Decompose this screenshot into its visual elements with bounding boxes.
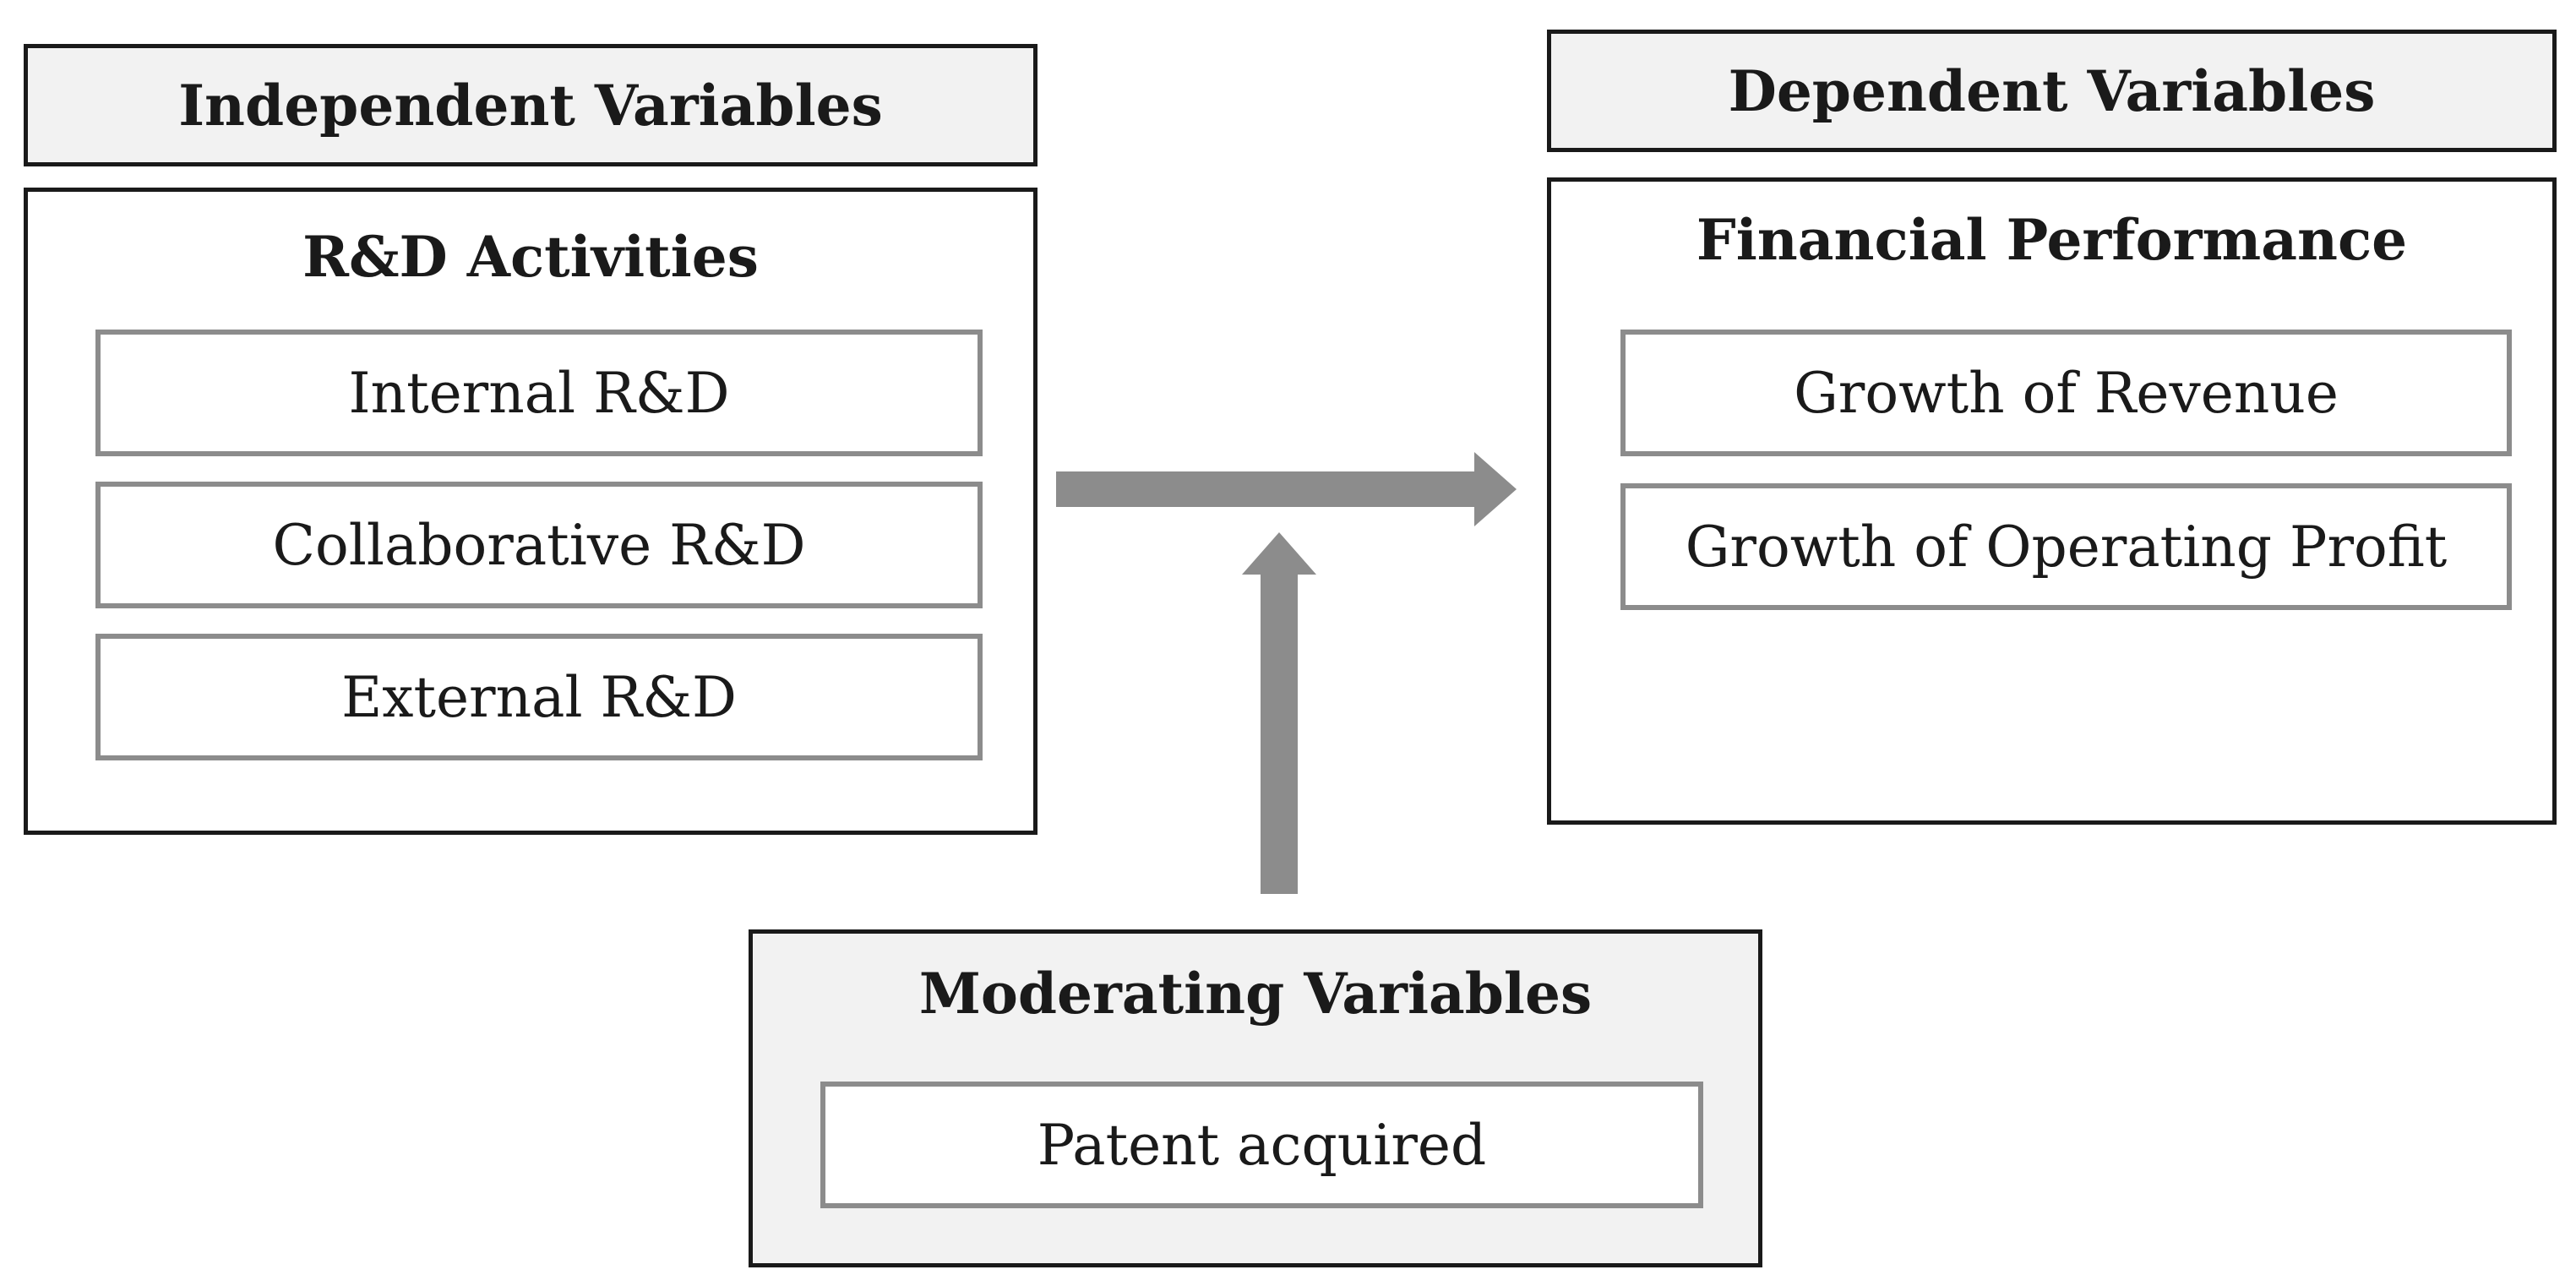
patent-acquired-box: Patent acquired <box>820 1082 1703 1208</box>
external-rd-label: External R&D <box>341 664 737 730</box>
growth-of-revenue-label: Growth of Revenue <box>1794 360 2339 426</box>
moderating-variables-title: Moderating Variables <box>918 961 1593 1027</box>
rd-activities-group: R&D Activities Internal R&D Collaborativ… <box>24 188 1037 835</box>
financial-performance-group: Financial Performance Growth of Revenue … <box>1547 177 2557 825</box>
collaborative-rd-label: Collaborative R&D <box>272 512 806 578</box>
internal-rd-label: Internal R&D <box>348 360 730 426</box>
up-arrow <box>1242 532 1316 894</box>
financial-performance-title: Financial Performance <box>1696 207 2408 273</box>
patent-acquired-label: Patent acquired <box>1037 1112 1487 1178</box>
dependent-variables-header-label: Dependent Variables <box>1728 57 2376 124</box>
dependent-variables-header: Dependent Variables <box>1547 30 2557 152</box>
external-rd-box: External R&D <box>95 634 983 760</box>
collaborative-rd-box: Collaborative R&D <box>95 482 983 608</box>
right-arrow <box>1056 452 1517 526</box>
moderating-variables-group: Moderating Variables Patent acquired <box>749 929 1762 1267</box>
independent-variables-header-label: Independent Variables <box>178 72 883 139</box>
growth-of-operating-profit-label: Growth of Operating Profit <box>1685 514 2448 580</box>
independent-variables-header: Independent Variables <box>24 44 1037 166</box>
internal-rd-box: Internal R&D <box>95 330 983 456</box>
rd-activities-title: R&D Activities <box>302 224 759 290</box>
growth-of-revenue-box: Growth of Revenue <box>1620 330 2512 456</box>
growth-of-operating-profit-box: Growth of Operating Profit <box>1620 483 2512 610</box>
